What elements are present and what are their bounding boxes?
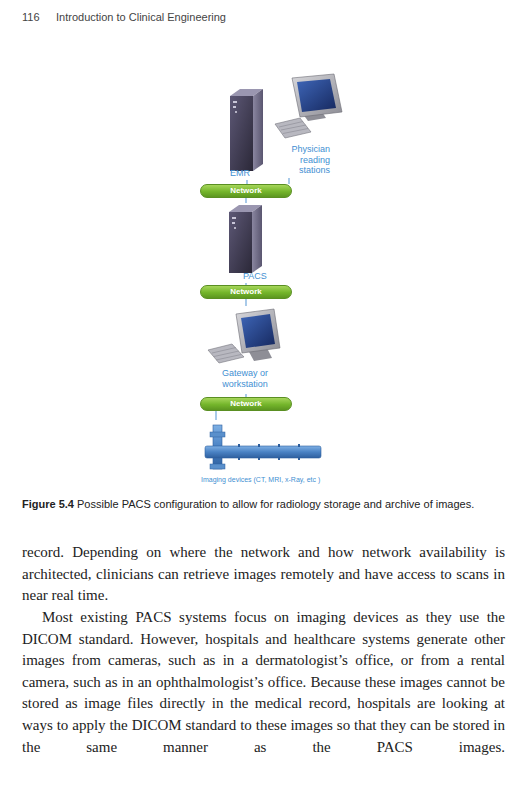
network-link [245, 299, 246, 306]
body-paragraph: record. Depending on where the network a… [22, 542, 505, 607]
network-label: Network [230, 287, 262, 297]
network-link [215, 411, 216, 420]
device-node: Gateway or workstation [205, 306, 283, 394]
device-label: Physician reading stations [280, 144, 330, 176]
network-band: Network [200, 285, 292, 299]
device-label: EMR [230, 168, 270, 179]
device-label: Imaging devices (CT, MRI, x-Ray, etc ) [201, 475, 398, 484]
network-link [288, 178, 289, 184]
network-label: Network [230, 399, 262, 409]
network-link [245, 198, 246, 203]
running-head: Introduction to Clinical Engineering [56, 11, 226, 23]
device-label: Gateway or workstation [216, 368, 274, 389]
device-node: PACS [222, 203, 270, 283]
device-node: EMR [222, 86, 270, 180]
xray-table-icon [205, 425, 321, 469]
device-node: Imaging devices (CT, MRI, x-Ray, etc ) [198, 420, 398, 486]
network-band: Network [200, 184, 292, 198]
computer-icon [275, 74, 342, 138]
page-number: 116 [22, 11, 40, 23]
figure-caption: Figure 5.4 Possible PACS configuration t… [22, 497, 506, 512]
server-icon [229, 205, 262, 273]
network-label: Network [230, 186, 262, 196]
computer-icon [208, 309, 280, 363]
device-label: PACS [243, 271, 273, 282]
body-paragraph: Most existing PACS systems focus on imag… [22, 607, 505, 758]
network-band: Network [200, 397, 292, 411]
server-icon [230, 89, 263, 171]
device-node: Physician reading stations [270, 72, 344, 178]
